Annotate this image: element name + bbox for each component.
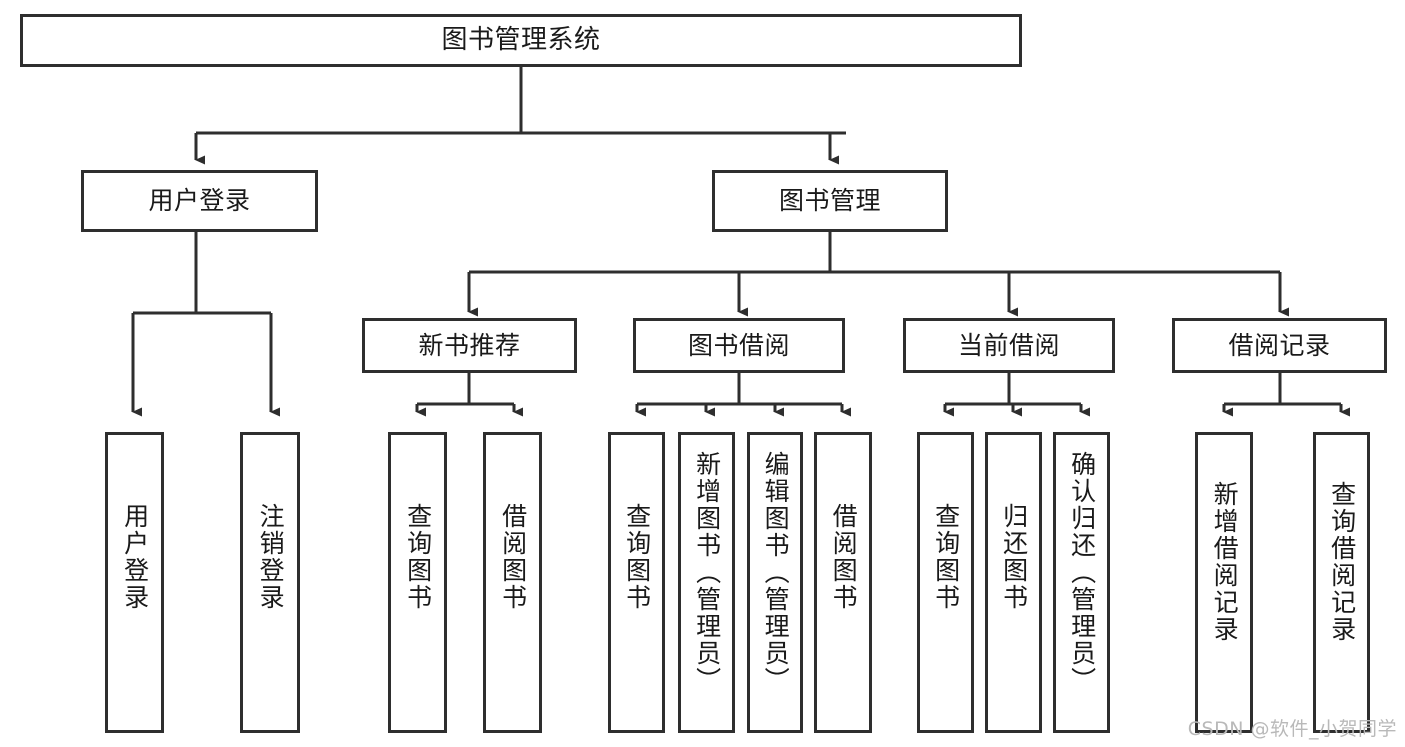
leaf-edit-book-admin-label: 编辑图书（管理员） xyxy=(761,451,791,694)
node-book-borrow[interactable]: 图书借阅 xyxy=(633,318,845,373)
leaf-user-login[interactable]: 用户登录 xyxy=(105,432,164,733)
node-book-manage-label: 图书管理 xyxy=(778,186,881,216)
leaf-add-borrow-record[interactable]: 新增借阅记录 xyxy=(1195,432,1253,733)
leaf-return-book-label: 归还图书 xyxy=(999,503,1029,611)
leaf-borrow-book-1[interactable]: 借阅图书 xyxy=(483,432,542,733)
leaf-add-borrow-record-label: 新增借阅记录 xyxy=(1210,481,1240,643)
leaf-return-book[interactable]: 归还图书 xyxy=(985,432,1042,733)
leaf-borrow-book-2-label: 借阅图书 xyxy=(829,503,859,611)
leaf-query-book-2-label: 查询图书 xyxy=(622,503,652,611)
node-new-book-recommend[interactable]: 新书推荐 xyxy=(362,318,577,373)
leaf-edit-book-admin[interactable]: 编辑图书（管理员） xyxy=(747,432,803,733)
leaf-query-borrow-record-label: 查询借阅记录 xyxy=(1327,481,1357,643)
leaf-query-borrow-record[interactable]: 查询借阅记录 xyxy=(1313,432,1370,733)
node-borrow-record[interactable]: 借阅记录 xyxy=(1172,318,1387,373)
node-current-borrow-label: 当前借阅 xyxy=(957,330,1060,360)
node-user-login[interactable]: 用户登录 xyxy=(81,170,318,232)
node-new-book-recommend-label: 新书推荐 xyxy=(418,330,521,360)
leaf-query-book-2[interactable]: 查询图书 xyxy=(608,432,665,733)
leaf-query-book-3[interactable]: 查询图书 xyxy=(917,432,974,733)
node-root-label: 图书管理系统 xyxy=(441,25,601,56)
leaf-add-book-admin-label: 新增图书（管理员） xyxy=(692,451,722,694)
node-borrow-record-label: 借阅记录 xyxy=(1228,330,1331,360)
node-book-borrow-label: 图书借阅 xyxy=(687,330,790,360)
leaf-confirm-return-admin[interactable]: 确认归还（管理员） xyxy=(1053,432,1110,733)
leaf-logout-login[interactable]: 注销登录 xyxy=(240,432,300,733)
leaf-query-book-1-label: 查询图书 xyxy=(403,503,433,611)
node-user-login-label: 用户登录 xyxy=(148,186,251,216)
leaf-borrow-book-1-label: 借阅图书 xyxy=(498,503,528,611)
leaf-query-book-1[interactable]: 查询图书 xyxy=(388,432,447,733)
leaf-logout-login-label: 注销登录 xyxy=(256,503,286,611)
node-current-borrow[interactable]: 当前借阅 xyxy=(903,318,1115,373)
leaf-confirm-return-admin-label: 确认归还（管理员） xyxy=(1067,451,1097,694)
leaf-user-login-label: 用户登录 xyxy=(120,503,150,611)
leaf-query-book-3-label: 查询图书 xyxy=(931,503,961,611)
leaf-add-book-admin[interactable]: 新增图书（管理员） xyxy=(678,432,735,733)
node-root-system[interactable]: 图书管理系统 xyxy=(20,14,1022,67)
node-book-manage[interactable]: 图书管理 xyxy=(712,170,948,232)
leaf-borrow-book-2[interactable]: 借阅图书 xyxy=(814,432,872,733)
